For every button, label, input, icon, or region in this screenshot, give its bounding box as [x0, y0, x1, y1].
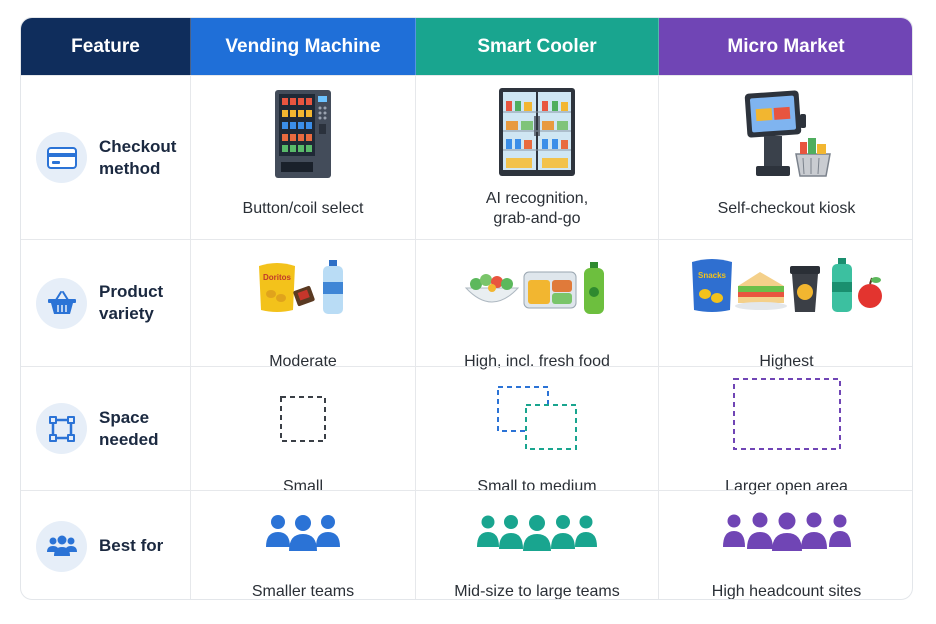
cooler-best-for-text: Mid-size to large teams	[454, 583, 620, 600]
area-square-icon	[36, 403, 87, 454]
snacks-and-water-icon: Doritos	[259, 260, 343, 314]
market-best-for-text: High headcount sites	[711, 583, 862, 600]
snack-bag-label: Doritos	[263, 273, 292, 282]
feature-label: Best for	[99, 536, 164, 555]
self-checkout-kiosk-icon	[744, 90, 831, 177]
group-icon	[36, 520, 87, 572]
feature-label: Checkout method	[99, 136, 177, 178]
row-space-needed: Space needed Small Small to medium Large…	[21, 366, 912, 495]
vending-variety-cell: Doritos Moderate	[191, 240, 416, 370]
small-footprint-icon	[280, 396, 326, 442]
cooler-checkout-cell: AI recognition, grab-and-go	[416, 76, 659, 239]
market-variety-cell: Snacks Highest	[659, 240, 912, 370]
vending-machine-icon	[275, 90, 331, 178]
vending-best-for-cell: Smaller teams	[191, 491, 416, 600]
large-footprint-icon	[732, 378, 841, 450]
vending-space-cell: Small	[191, 367, 416, 495]
vending-variety-text: Moderate	[269, 353, 337, 370]
chips-bag-label: Snacks	[697, 271, 726, 280]
mid-size-team-icon	[477, 515, 597, 551]
feature-cell: Best for	[21, 491, 191, 599]
cooler-space-cell: Small to medium	[416, 367, 659, 495]
market-best-for-cell: High headcount sites	[659, 491, 912, 600]
credit-card-icon	[36, 132, 87, 183]
vending-checkout-cell: Button/coil select	[191, 76, 416, 239]
feature-cell: Space needed	[21, 367, 191, 490]
feature-label: Space needed	[99, 407, 159, 449]
row-best-for: Best for Smaller teams	[21, 490, 912, 600]
header-feature: Feature	[21, 18, 191, 75]
row-checkout-method: Checkout method Button/coil select	[21, 75, 912, 239]
feature-label: Product variety	[99, 282, 164, 323]
feature-cell: Product variety	[21, 240, 191, 366]
shopping-basket-icon	[36, 277, 87, 329]
vending-best-for-text: Smaller teams	[251, 583, 355, 600]
large-team-icon	[722, 512, 851, 551]
market-checkout-text: Self-checkout kiosk	[717, 200, 856, 217]
header-vending-machine: Vending Machine	[191, 18, 416, 75]
medium-footprint-icon	[497, 386, 577, 450]
cooler-best-for-cell: Mid-size to large teams	[416, 491, 659, 600]
cooler-variety-text: High, incl. fresh food	[464, 353, 610, 370]
wide-product-selection-icon: Snacks	[691, 258, 882, 312]
row-product-variety: Product variety Doritos Moderate	[21, 239, 912, 370]
fresh-food-icon	[464, 262, 604, 314]
feature-cell: Checkout method	[21, 76, 191, 239]
small-team-icon	[266, 515, 340, 551]
cooler-checkout-text: AI recognition, grab-and-go	[485, 190, 589, 227]
cooler-variety-cell: High, incl. fresh food	[416, 240, 659, 370]
comparison-table: Feature Vending Machine Smart Cooler Mic…	[20, 17, 913, 600]
header-micro-market: Micro Market	[659, 18, 912, 75]
market-checkout-cell: Self-checkout kiosk	[659, 76, 912, 239]
header-smart-cooler: Smart Cooler	[416, 18, 659, 75]
header-row: Feature Vending Machine Smart Cooler Mic…	[21, 18, 912, 75]
vending-checkout-text: Button/coil select	[242, 200, 364, 217]
smart-cooler-icon	[499, 88, 575, 176]
market-space-cell: Larger open area	[659, 367, 912, 495]
market-variety-text: Highest	[759, 353, 814, 370]
